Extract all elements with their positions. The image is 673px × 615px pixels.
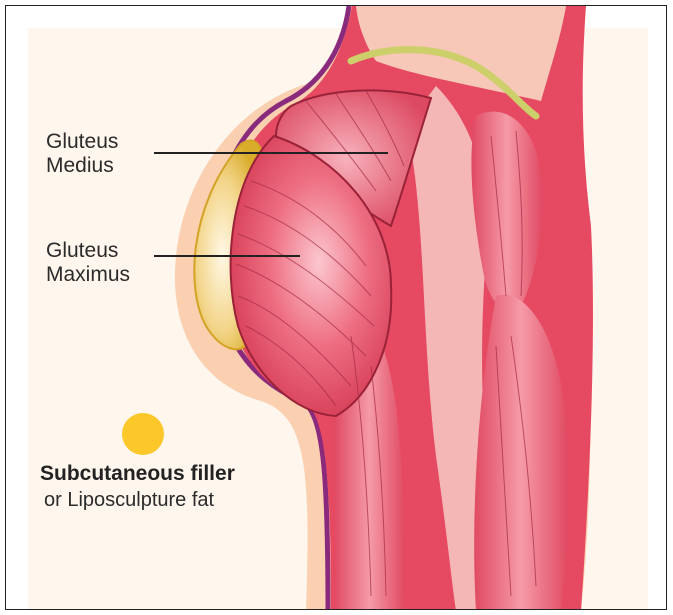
- legend-title: Subcutaneous filler: [40, 462, 235, 486]
- gluteus-maximus-label-line2: Maximus: [46, 263, 130, 287]
- gluteus-maximus-label: Gluteus Maximus: [46, 239, 130, 287]
- filler-legend-swatch: [122, 413, 164, 455]
- gluteus-medius-label-line1: Gluteus: [46, 130, 118, 154]
- gluteus-maximus-label-line1: Gluteus: [46, 239, 130, 263]
- anatomy-illustration: [6, 6, 667, 610]
- gluteus-medius-label: Gluteus Medius: [46, 130, 118, 178]
- gluteus-medius-label-line2: Medius: [46, 154, 118, 178]
- legend-subtitle: or Liposculpture fat: [44, 489, 214, 512]
- diagram-frame: Gluteus Medius Gluteus Maximus Subcutane…: [5, 5, 667, 610]
